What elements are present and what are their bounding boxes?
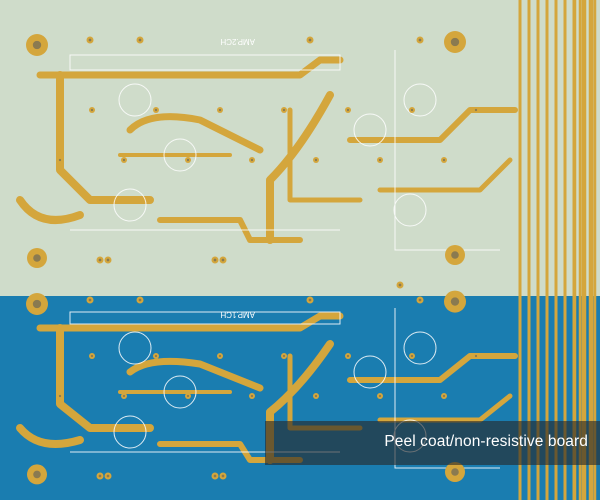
signal-trace <box>16 196 84 224</box>
caption-text: Peel coat/non-resistive board <box>384 433 588 450</box>
pad-hole <box>221 258 225 262</box>
signal-trace <box>36 56 344 79</box>
pad-hole <box>33 470 41 479</box>
pad-hole <box>250 158 254 162</box>
pad-hole <box>154 108 158 112</box>
pad-hole <box>122 158 126 162</box>
capacitor-outline <box>163 138 197 172</box>
pad-hole <box>346 354 350 358</box>
board-label-lower: AMP.1CH <box>220 310 255 319</box>
pad-hole <box>314 394 318 398</box>
pad-hole <box>474 108 478 112</box>
signal-trace <box>126 113 264 154</box>
signal-trace <box>266 91 334 244</box>
pad-hole <box>154 354 158 358</box>
pad-hole <box>218 354 222 358</box>
pad-hole <box>186 394 190 398</box>
silk-outline <box>394 308 500 469</box>
pad-hole <box>378 158 382 162</box>
pad-hole <box>442 158 446 162</box>
pad-hole <box>186 158 190 162</box>
pad-hole <box>213 258 217 262</box>
capacitor-outline <box>353 355 387 389</box>
pad-hole <box>32 299 42 309</box>
pad-hole <box>418 298 422 302</box>
silk-outline <box>394 50 500 251</box>
pad-hole <box>58 158 62 162</box>
silk-outline <box>69 54 341 71</box>
pad-hole <box>122 394 126 398</box>
pad-hole <box>474 354 478 358</box>
solder-pads <box>26 31 479 485</box>
pad-hole <box>138 298 142 302</box>
pad-hole <box>282 354 286 358</box>
capacitor-outline <box>393 193 427 227</box>
pad-hole <box>451 468 459 476</box>
pad-hole <box>398 283 402 287</box>
pad-hole <box>410 354 414 358</box>
pad-hole <box>218 108 222 112</box>
signal-trace <box>56 71 154 204</box>
pad-hole <box>90 354 94 358</box>
pad-hole <box>106 258 110 262</box>
pad-hole <box>221 474 225 478</box>
pad-hole <box>346 108 350 112</box>
pad-hole <box>450 37 460 47</box>
signal-trace <box>287 107 363 203</box>
pad-hole <box>442 394 446 398</box>
capacitor-outline <box>353 113 387 147</box>
capacitor-outline <box>118 331 152 365</box>
capacitor-outline <box>118 83 152 117</box>
signal-trace <box>377 157 513 193</box>
pad-hole <box>98 474 102 478</box>
pad-hole <box>282 108 286 112</box>
pad-hole <box>250 394 254 398</box>
pad-hole <box>308 298 312 302</box>
capacitor-outline <box>163 375 197 409</box>
capacitor-outline <box>113 188 147 222</box>
signal-trace <box>266 340 334 464</box>
pad-hole <box>33 254 41 262</box>
capacitor-outline <box>403 331 437 365</box>
pad-hole <box>106 474 110 478</box>
pad-hole <box>418 38 422 42</box>
pad-hole <box>88 298 92 302</box>
caption-band: Peel coat/non-resistive board <box>265 421 600 465</box>
pad-hole <box>88 38 92 42</box>
pad-hole <box>451 251 459 259</box>
capacitor-outline <box>113 415 147 449</box>
pad-hole <box>450 297 460 306</box>
signal-trace <box>16 424 84 448</box>
board-label-upper: AMP.2CH <box>220 37 255 46</box>
pad-hole <box>98 258 102 262</box>
pad-hole <box>378 394 382 398</box>
pad-hole <box>213 474 217 478</box>
pad-hole <box>308 38 312 42</box>
pad-hole <box>90 108 94 112</box>
signal-trace <box>126 357 264 392</box>
signal-trace <box>36 312 344 332</box>
pad-hole <box>32 40 42 50</box>
silkscreen-outlines <box>69 50 500 469</box>
pad-hole <box>314 158 318 162</box>
signal-trace <box>56 324 154 432</box>
pad-hole <box>138 38 142 42</box>
pad-hole <box>410 108 414 112</box>
pad-hole <box>58 394 62 398</box>
silk-outline <box>69 311 341 325</box>
capacitor-outline <box>403 83 437 117</box>
